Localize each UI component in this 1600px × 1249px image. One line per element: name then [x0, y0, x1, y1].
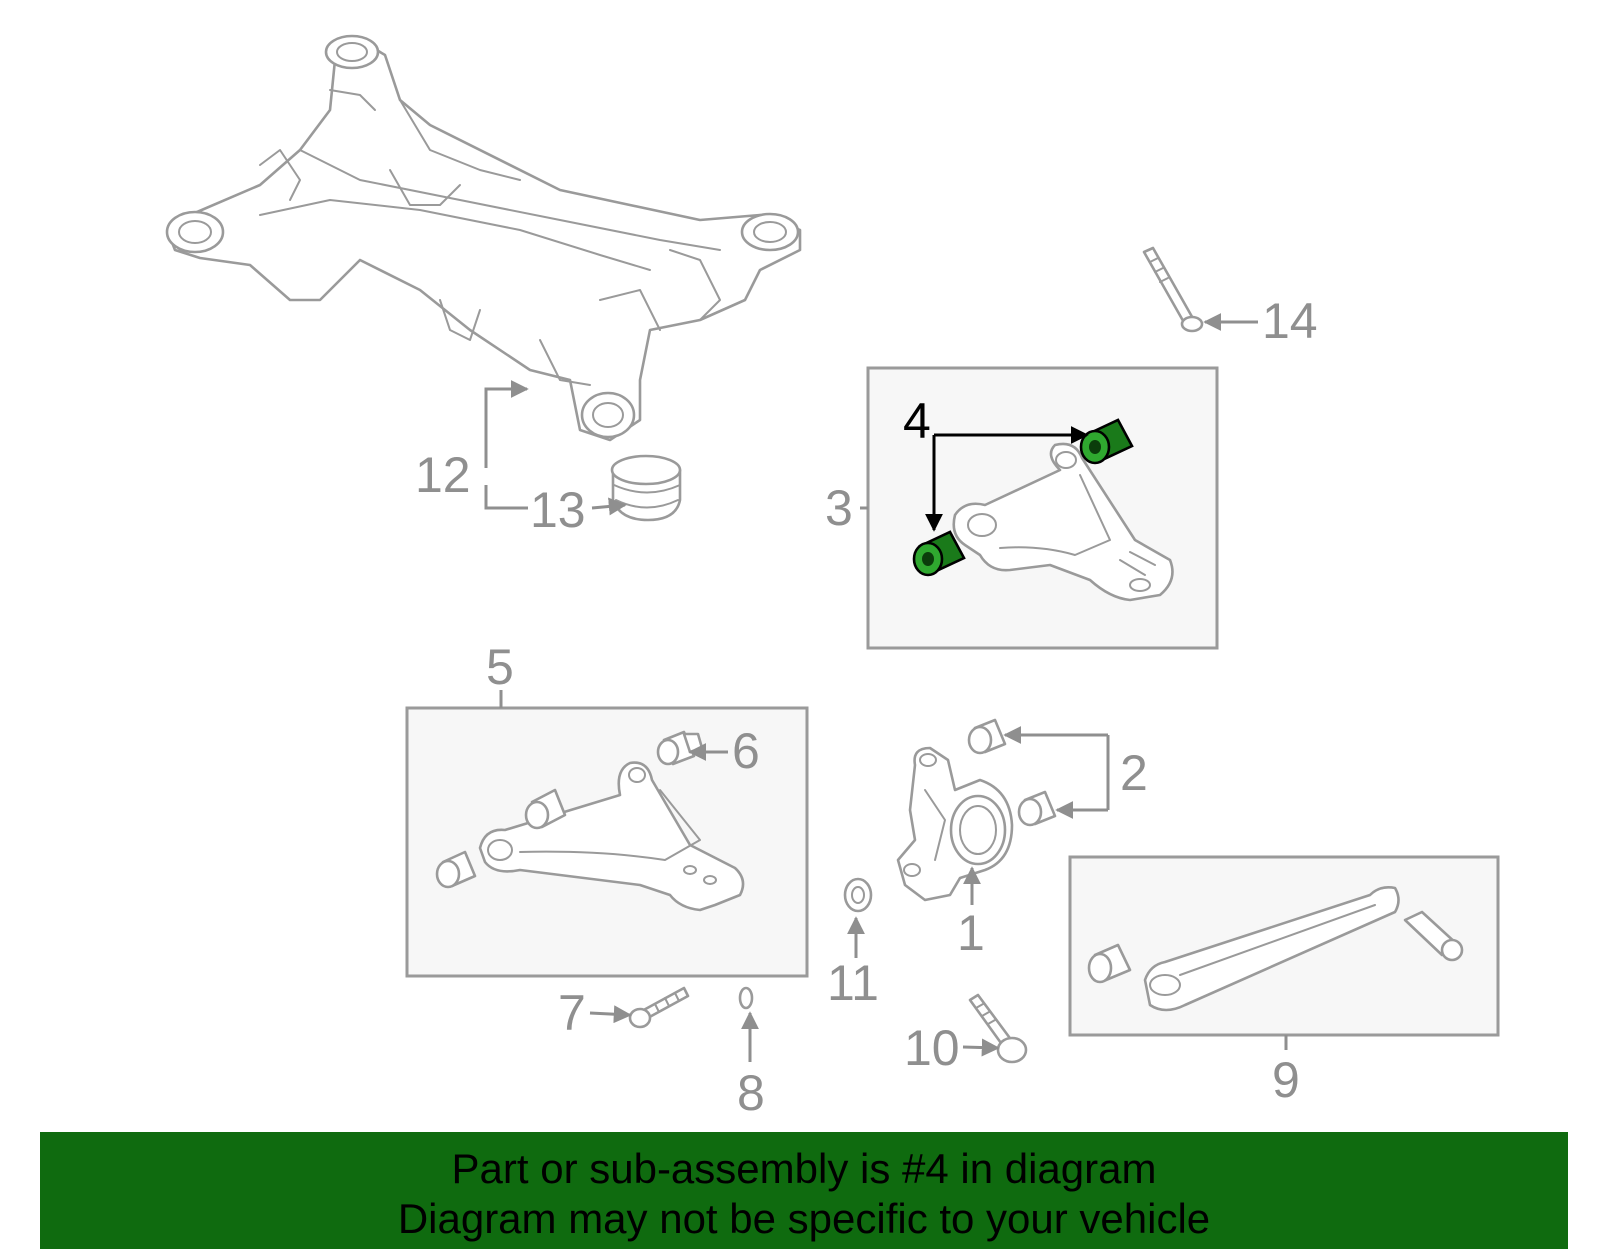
lateral-link	[1143, 886, 1400, 1012]
banner-line-disclaimer: Diagram may not be specific to your vehi…	[397, 1195, 1211, 1242]
parts-diagram: 1 2 3 4 5 6 7 8 9 10 11 12 13 14	[165, 34, 1500, 1121]
callout-9: 9	[1272, 1052, 1300, 1108]
rear-subframe	[165, 34, 802, 442]
knuckle	[896, 746, 1014, 902]
callout-13: 13	[530, 482, 586, 538]
banner-line-part: Part or sub-assembly is #4 in diagram	[451, 1145, 1157, 1192]
knuckle-bushing-lower	[1017, 790, 1057, 827]
leader-10	[962, 1038, 1000, 1057]
leader-13	[591, 497, 627, 516]
upper-control-arm	[952, 442, 1174, 602]
lower-arm-bushing-b	[435, 850, 477, 889]
callout-4: 4	[903, 393, 931, 449]
callout-7: 7	[558, 985, 586, 1041]
bolt-7	[628, 986, 690, 1029]
lower-arm-bushing-a	[524, 788, 567, 830]
lower-control-arm	[478, 761, 745, 912]
info-banner: Part or sub-assembly is #4 in diagram Di…	[40, 1132, 1568, 1249]
knuckle-bushing-upper	[967, 718, 1007, 755]
washer-8	[738, 986, 754, 1010]
callout-6: 6	[732, 723, 760, 779]
callout-12: 12	[415, 447, 471, 503]
leader-12	[484, 380, 529, 468]
bolt-14	[1142, 246, 1204, 333]
callout-11: 11	[827, 955, 879, 1011]
callout-8: 8	[737, 1065, 765, 1121]
callout-3: 3	[825, 480, 853, 536]
subframe-mount	[610, 454, 682, 522]
link-bushing	[1087, 943, 1132, 984]
callout-14: 14	[1262, 293, 1318, 349]
callout-5: 5	[486, 639, 514, 695]
callout-10: 10	[904, 1020, 960, 1076]
highlighted-bushing-lower	[912, 530, 966, 577]
callout-1: 1	[957, 905, 985, 961]
leader-12b	[484, 485, 528, 510]
bolt-10	[968, 993, 1028, 1064]
callout-2: 2	[1120, 745, 1148, 801]
washer-11	[843, 877, 873, 913]
link-sleeve	[1403, 910, 1464, 962]
leader-7	[589, 1005, 632, 1024]
